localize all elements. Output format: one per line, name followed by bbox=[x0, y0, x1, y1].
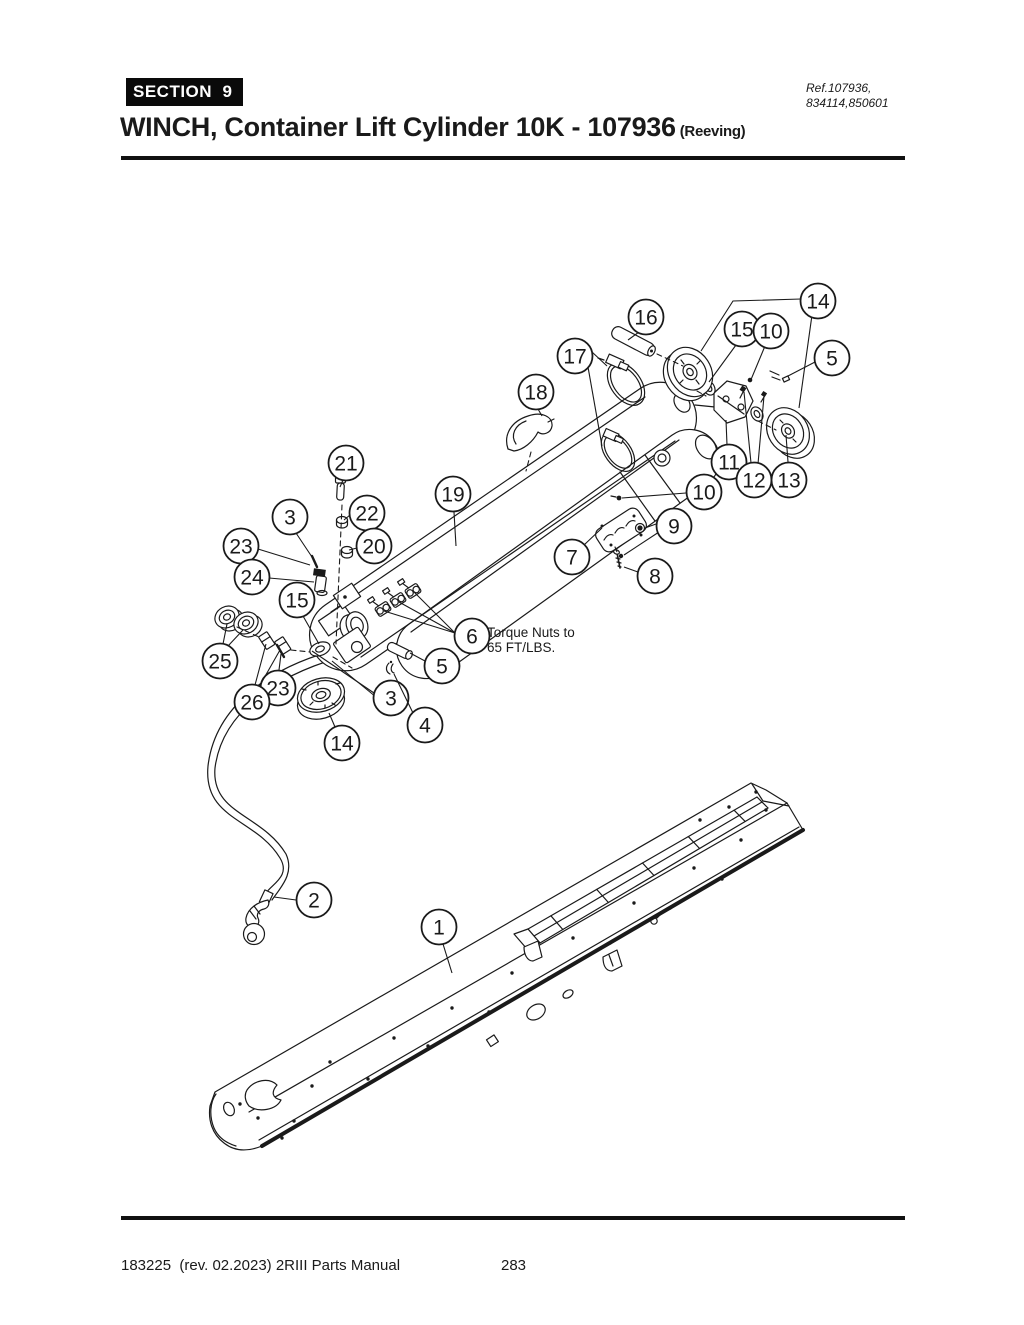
callout-1-31: 1 bbox=[420, 908, 458, 974]
page-title-main: WINCH, Container Lift Cylinder 10K - 107… bbox=[120, 112, 676, 142]
callout-15-21: 15 bbox=[278, 581, 320, 645]
svg-text:2: 2 bbox=[308, 890, 320, 913]
svg-text:5: 5 bbox=[826, 348, 838, 371]
callout-10-12: 10 bbox=[621, 473, 723, 511]
svg-text:16: 16 bbox=[634, 307, 657, 330]
callout-14-29: 14 bbox=[323, 712, 361, 762]
callout-21-7: 21 bbox=[327, 444, 365, 488]
callout-16-0: 16 bbox=[627, 298, 665, 341]
svg-text:4: 4 bbox=[419, 715, 431, 738]
callout-5-4: 5 bbox=[787, 339, 851, 377]
callout-18-6: 18 bbox=[517, 373, 555, 417]
svg-text:15: 15 bbox=[730, 319, 753, 342]
small-parts-drawing bbox=[258, 326, 656, 675]
svg-text:3: 3 bbox=[385, 688, 397, 711]
callout-22-14: 22 bbox=[343, 494, 386, 532]
svg-text:26: 26 bbox=[240, 692, 263, 715]
svg-text:Torque Nuts to: Torque Nuts to bbox=[487, 625, 575, 640]
svg-text:6: 6 bbox=[466, 626, 478, 649]
svg-text:8: 8 bbox=[649, 566, 661, 589]
svg-text:15: 15 bbox=[285, 590, 308, 613]
svg-text:14: 14 bbox=[330, 733, 354, 756]
page-number: 283 bbox=[501, 1257, 527, 1274]
callout-26-26: 26 bbox=[233, 643, 281, 721]
callout-11-8: 11 bbox=[710, 419, 748, 481]
svg-text:18: 18 bbox=[524, 382, 547, 405]
footer-rule bbox=[121, 1216, 905, 1220]
callout-19-11: 19 bbox=[434, 475, 472, 547]
callout-5-24: 5 bbox=[409, 647, 461, 685]
svg-text:23: 23 bbox=[229, 536, 252, 559]
svg-text:5: 5 bbox=[436, 656, 448, 679]
centerlines bbox=[236, 353, 777, 669]
svg-text:22: 22 bbox=[355, 503, 378, 526]
svg-text:1: 1 bbox=[433, 917, 445, 940]
page-title: WINCH, Container Lift Cylinder 10K - 107… bbox=[120, 112, 746, 143]
callout-24-19: 24 bbox=[233, 558, 315, 596]
callout-17-5: 17 bbox=[556, 337, 608, 447]
svg-text:13: 13 bbox=[777, 470, 800, 493]
svg-text:23: 23 bbox=[266, 678, 289, 701]
callout-2-30: 2 bbox=[273, 881, 333, 919]
svg-text:3: 3 bbox=[284, 507, 296, 530]
svg-text:7: 7 bbox=[566, 547, 578, 570]
ref-line-2: 834114,850601 bbox=[806, 96, 889, 110]
ref-line-1: Ref.107936, bbox=[806, 81, 872, 95]
callout-12-9: 12 bbox=[735, 391, 773, 499]
svg-text:10: 10 bbox=[759, 321, 782, 344]
svg-text:17: 17 bbox=[563, 346, 586, 369]
callout-13-10: 13 bbox=[770, 434, 808, 499]
svg-text:21: 21 bbox=[334, 453, 357, 476]
callout-4-28: 4 bbox=[393, 673, 444, 744]
svg-text:65 FT/LBS.: 65 FT/LBS. bbox=[487, 640, 555, 655]
svg-text:24: 24 bbox=[240, 567, 264, 590]
reference-numbers: Ref.107936, 834114,850601 bbox=[806, 81, 889, 111]
svg-text:25: 25 bbox=[208, 651, 231, 674]
pulleys-drawing bbox=[214, 346, 816, 720]
callout-20-17: 20 bbox=[348, 527, 393, 565]
callout-10-3: 10 bbox=[749, 312, 790, 383]
header-rule bbox=[121, 156, 905, 160]
page-title-suffix: (Reeving) bbox=[679, 123, 746, 140]
callout-7-18: 7 bbox=[553, 527, 603, 576]
callout-9-15: 9 bbox=[623, 507, 693, 556]
callout-25-23: 25 bbox=[201, 623, 244, 680]
callout-8-20: 8 bbox=[623, 557, 674, 595]
callout-3-27: 3 bbox=[311, 650, 410, 717]
svg-text:19: 19 bbox=[441, 484, 464, 507]
callout-3-13: 3 bbox=[271, 498, 315, 561]
callout-14-1: 14 bbox=[700, 282, 837, 409]
footer-doc-info: 183225 (rev. 02.2023) 2RIII Parts Manual bbox=[121, 1257, 401, 1274]
callout-15-2: 15 bbox=[708, 310, 761, 383]
svg-text:11: 11 bbox=[718, 452, 740, 475]
section-label: SECTION 9 bbox=[126, 78, 243, 106]
beam-drawing bbox=[208, 782, 805, 1151]
callout-6-22: 6 bbox=[383, 591, 491, 655]
svg-text:20: 20 bbox=[362, 536, 385, 559]
svg-text:12: 12 bbox=[742, 470, 765, 493]
svg-text:9: 9 bbox=[668, 516, 680, 539]
svg-text:14: 14 bbox=[806, 291, 830, 314]
svg-text:10: 10 bbox=[692, 482, 715, 505]
